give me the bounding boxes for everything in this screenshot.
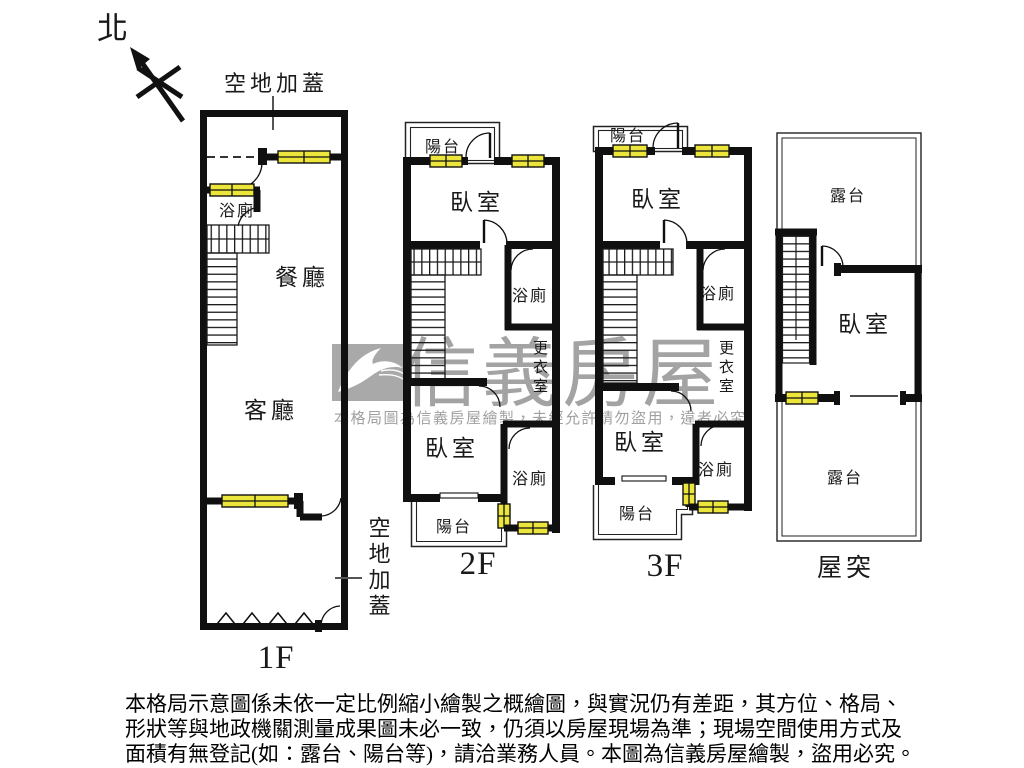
opening-sill-3f [621, 475, 667, 482]
room-label-3f-bedroom-front: 臥室 [631, 187, 685, 212]
window-2f-rear-vertical [497, 503, 511, 529]
window-3f-rear-vertical [682, 482, 696, 506]
floor-label-3f: 3F [647, 548, 684, 584]
floorplan-3f: 陽台 臥室 浴廁 更衣室 臥室 [592, 122, 752, 584]
watermark-brand-text: 信義房屋 [402, 333, 722, 417]
floorplan-1f: 空地加蓋 浴廁 餐廳 客廳 [200, 71, 391, 676]
window-1f-bath [209, 183, 255, 197]
stairs-2f [410, 248, 482, 380]
door-arc-roof [821, 245, 844, 268]
door-arc-2f-rear-bedroom [478, 385, 501, 408]
room-label-roof-terrace-bottom: 露台 [827, 469, 863, 487]
room-label-2f-balcony-bottom: 陽台 [436, 518, 472, 536]
disclaimer-block: 本格局示意圖係未依一定比例縮小繪製之概繪圖，與實況仍有差距，其方位、格局、 形狀… [125, 692, 916, 766]
room-label-3f-closet: 更衣室 [717, 340, 734, 397]
door-jamb [315, 620, 322, 632]
stairs-3f [602, 248, 674, 384]
door-arc-3f-bath-rear [700, 424, 723, 447]
door-arc-3f-rear-bedroom [670, 390, 692, 412]
window-2f-rear-horizontal [517, 521, 549, 535]
sinyi-logo-lines [378, 369, 405, 380]
door-jamb [900, 391, 906, 405]
room-label-2f-bedroom-front: 臥室 [450, 190, 504, 215]
room-label-roof-bedroom: 臥室 [838, 312, 892, 337]
disclaimer-line-2: 形狀等與地政機關測量成果圖未必一致，仍須以房屋現場為準；現場空間使用方式及 [125, 717, 902, 741]
door-arc-2f-balcony [465, 132, 491, 158]
sinyi-logo-swoosh-icon [338, 348, 403, 392]
room-label-2f-balcony-top: 陽台 [425, 138, 461, 156]
window-2f-front-left [429, 154, 463, 168]
north-arrow-head-icon [130, 47, 150, 70]
room-label-3f-bedroom-rear: 臥室 [614, 430, 668, 455]
room-label-3f-bathroom-front: 浴廁 [700, 284, 736, 303]
door-jamb [834, 391, 840, 405]
room-label-3f-bathroom-rear: 浴廁 [698, 460, 734, 479]
door-arc-3f-balcony [652, 122, 679, 149]
window-3f-front-left [612, 144, 648, 158]
floor-label-roof: 屋突 [817, 554, 875, 582]
door-arc-3f-bath-front [702, 248, 726, 271]
wall-1f-rear-notch [296, 501, 322, 521]
floorplan-2f: 陽台 臥室 浴廁 更衣室 臥室 [403, 121, 560, 582]
door-arc-2f-bath-front [510, 248, 534, 271]
room-label-2f-closet: 更衣室 [531, 340, 548, 397]
window-2f-front-right [511, 154, 545, 168]
stairs-roof [781, 235, 811, 364]
stairs-1f [206, 224, 270, 346]
door-arc-2f-bedroom [483, 219, 508, 244]
door-arc-1f-rear [321, 497, 342, 517]
room-label-2f-bathroom-rear: 浴廁 [512, 469, 548, 488]
room-label-1f-dining: 餐廳 [275, 265, 329, 290]
door-arc-3f-bedroom [663, 219, 688, 244]
label-1f-open-roofed-side: 空地加蓋 [366, 516, 391, 620]
wall-1f-outer [200, 110, 348, 630]
disclaimer-line-1: 本格局示意圖係未依一定比例縮小繪製之概繪圖，與實況仍有差距，其方位、格局、 [125, 692, 902, 716]
disclaimer-line-3: 面積有無登記(如：露台、陽台等)，請洽業務人員。本圖為信義房屋繪製，盜用必究。 [125, 742, 916, 766]
north-indicator: 北 [97, 11, 186, 123]
door-arc-2f-bath-rear [508, 427, 531, 450]
room-label-2f-bathroom-front: 浴廁 [512, 286, 548, 305]
door-arc-1f-bath [237, 206, 261, 227]
door-jamb [834, 263, 841, 276]
room-label-3f-balcony-top: 陽台 [610, 127, 646, 145]
floor-label-2f: 2F [460, 546, 497, 582]
north-arrow-shaft [137, 58, 186, 123]
watermark-notice-text: 本格局圖為信義房屋繪製，未經允許請勿盜用，違者必究 [334, 409, 747, 427]
room-label-1f-bathroom: 浴廁 [219, 201, 255, 220]
window-3f-front-right [694, 144, 730, 158]
retractable-gate-zigzag [212, 611, 318, 631]
label-1f-open-roofed-top: 空地加蓋 [224, 71, 328, 96]
room-label-1f-living: 客廳 [244, 398, 298, 423]
north-label: 北 [97, 11, 128, 46]
room-label-roof-terrace-top: 露台 [830, 187, 866, 205]
floor-label-1f: 1F [258, 640, 295, 676]
room-label-2f-bedroom-rear: 臥室 [425, 436, 479, 461]
room-label-3f-balcony-bottom: 陽台 [619, 505, 655, 523]
north-arrow-cross [135, 64, 184, 100]
opening-sill-2f [439, 492, 479, 499]
floorplan-roof: 露台 臥室 露台 屋突 [775, 132, 922, 582]
window-3f-rear-horizontal [697, 500, 729, 514]
window-1f-front [277, 150, 331, 164]
window-roof [785, 391, 819, 405]
door-jamb [258, 148, 267, 165]
window-1f-rear [221, 494, 289, 508]
